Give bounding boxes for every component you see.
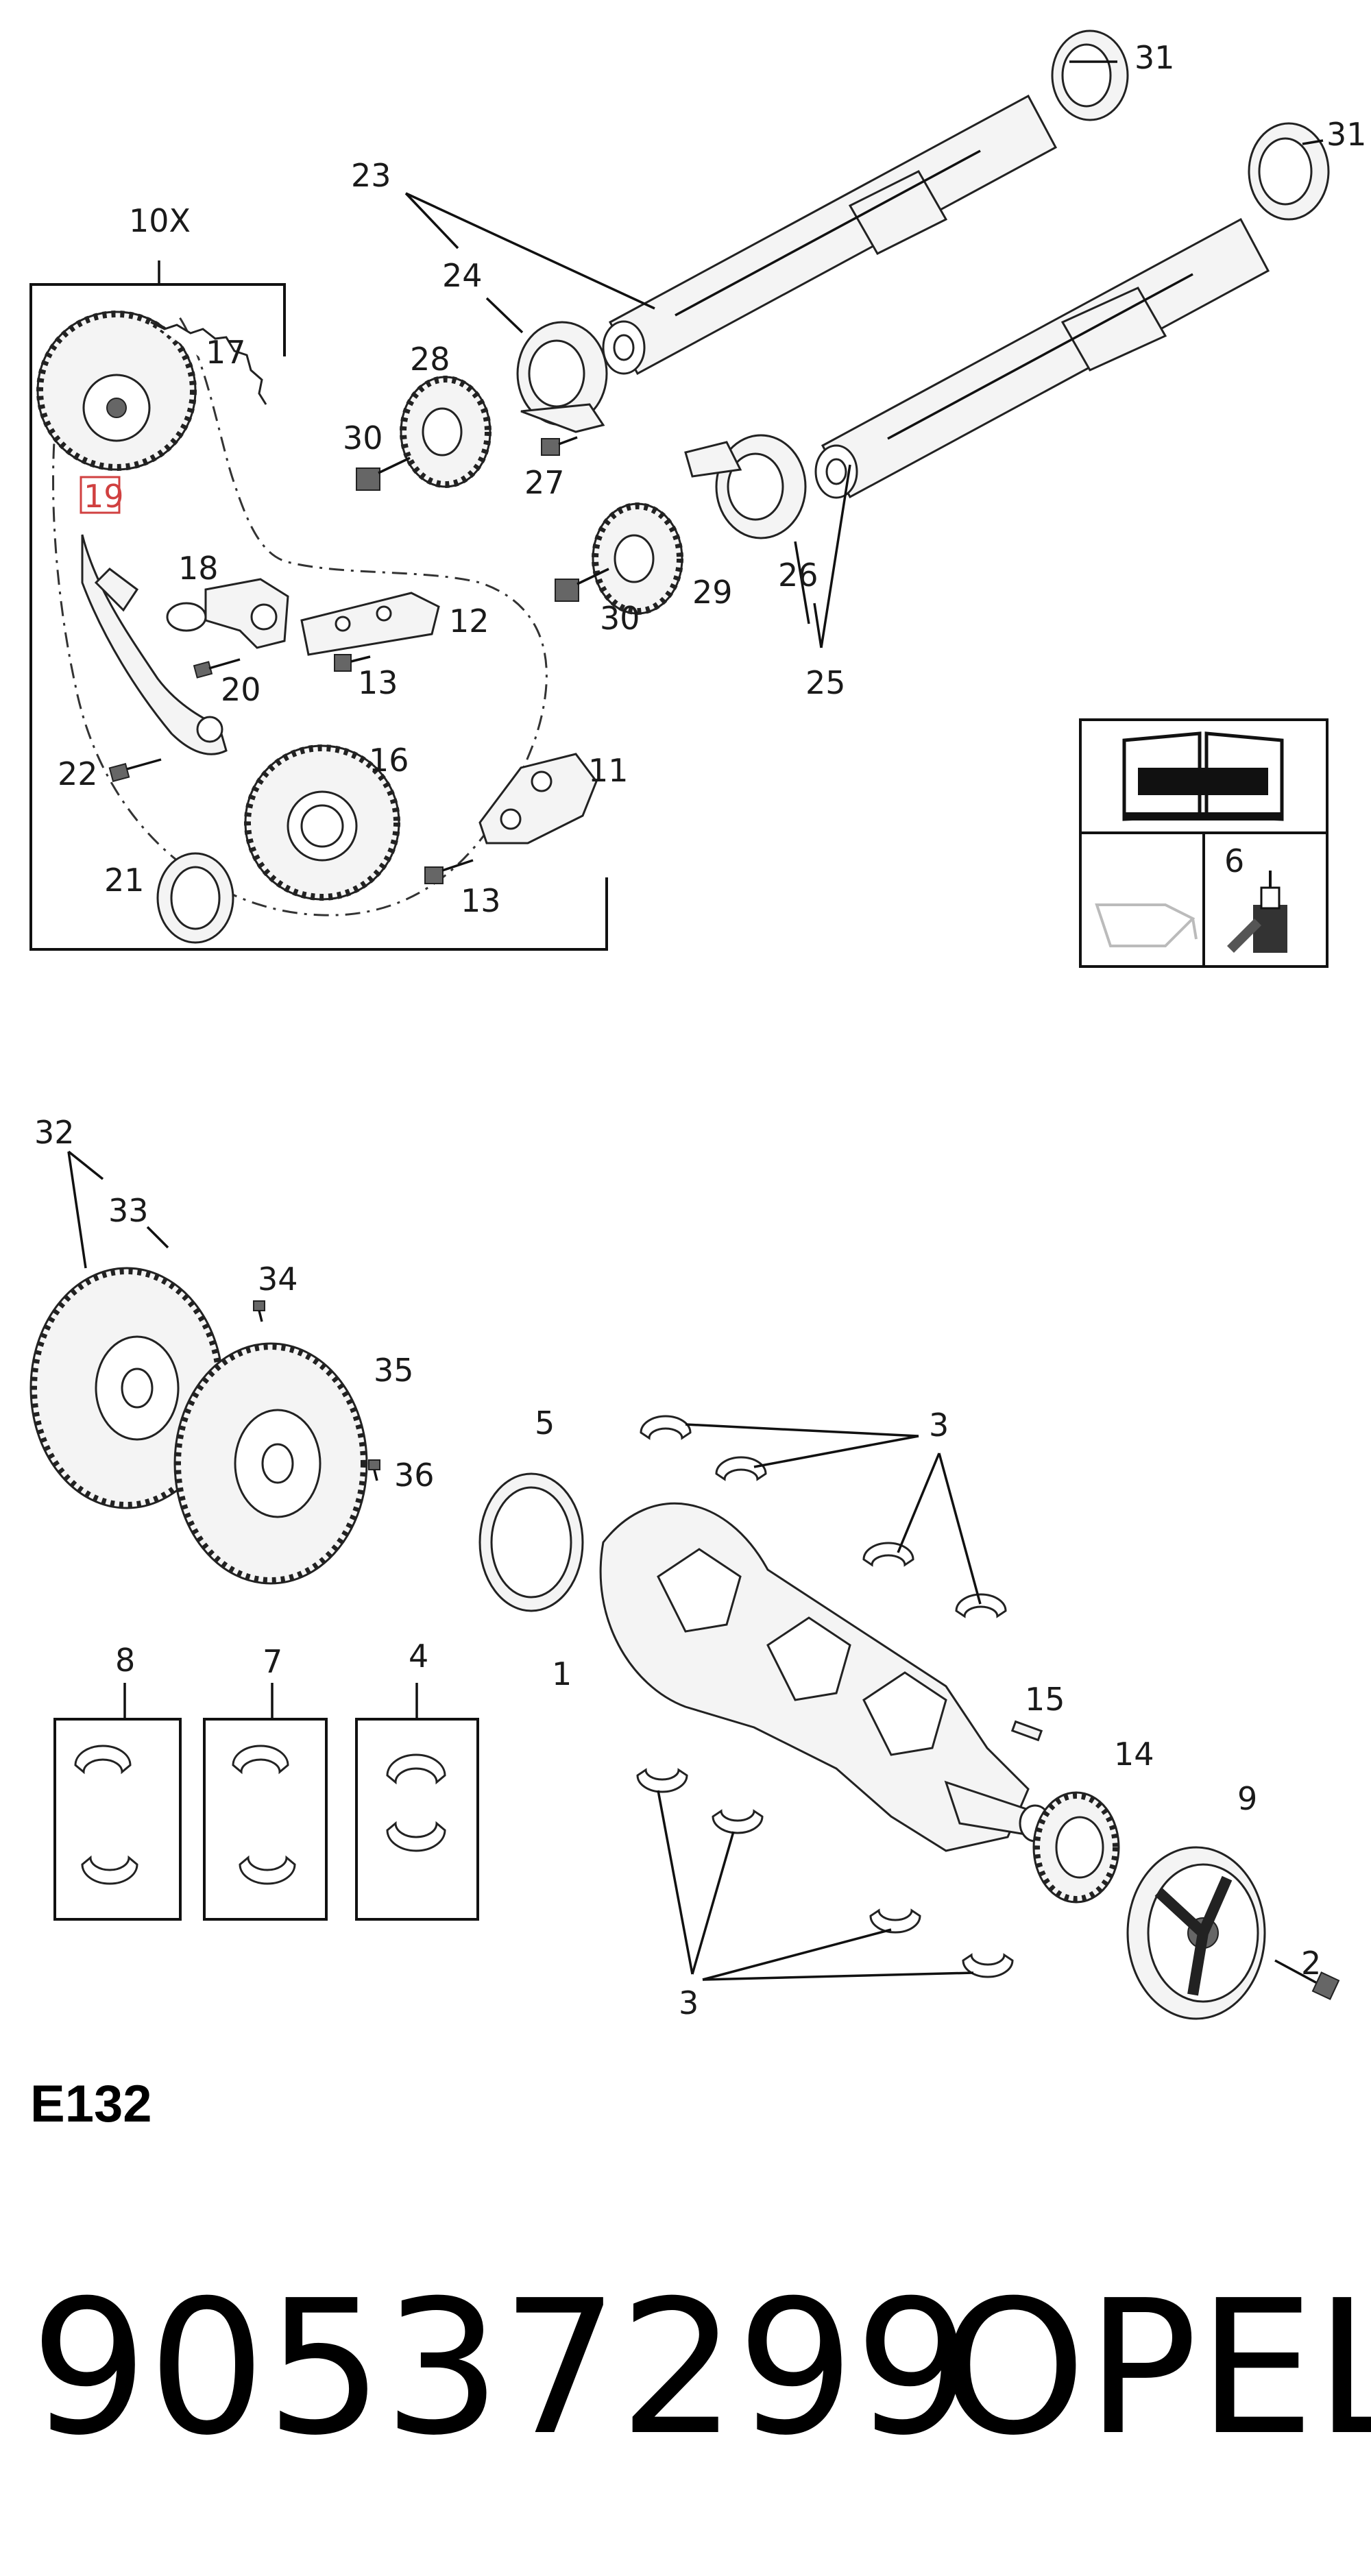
callout-3-upper: 3 [929, 1407, 949, 1444]
adhesive-bottle-icon [1227, 871, 1287, 953]
callout-13-upper: 13 [358, 664, 398, 701]
callout-5: 5 [535, 1405, 555, 1442]
phaser-26 [684, 434, 807, 539]
bearing-box-7 [203, 1683, 328, 1921]
crankshaft-1 [599, 1502, 1052, 1852]
idler-sprocket-16 [244, 744, 400, 901]
callout-12: 12 [449, 603, 489, 640]
timing-kit-group [29, 260, 608, 951]
callout-8: 8 [115, 1642, 135, 1679]
chain-guide-19 [81, 534, 228, 755]
callout-35: 35 [374, 1352, 414, 1389]
callout-19-highlight [80, 476, 121, 514]
callout-30-upper: 30 [343, 420, 383, 457]
crank-sprocket-14 [1032, 1791, 1120, 1904]
callout-23: 23 [351, 157, 391, 194]
callout-16: 16 [369, 742, 409, 779]
part-number: 90537299 [30, 2260, 973, 2476]
cam-sprocket-28 [400, 376, 492, 488]
flywheel-35 [173, 1342, 368, 1585]
key-15 [1010, 1720, 1043, 1742]
bolt-2 [1274, 1959, 1340, 2000]
callout-20: 20 [221, 671, 261, 708]
oil-can-icon [1095, 903, 1198, 947]
callout-33: 33 [108, 1192, 149, 1229]
callout-2: 2 [1301, 1945, 1321, 1982]
callout-21: 21 [104, 862, 145, 899]
callout-25: 25 [805, 664, 846, 701]
callout-11: 11 [588, 752, 629, 789]
callout-31-lower: 31 [1326, 116, 1367, 153]
bolt-30-upper [356, 457, 411, 491]
callout-26: 26 [778, 557, 818, 594]
bolt-22 [108, 758, 162, 782]
section-code: E132 [30, 2075, 152, 2133]
callout-7: 7 [263, 1643, 282, 1680]
bolt-20 [193, 658, 241, 679]
bolt-27 [541, 436, 578, 456]
callout-27: 27 [524, 464, 565, 501]
callout-17: 17 [206, 334, 246, 371]
cam-sprocket-29 [592, 502, 683, 615]
chain-path [52, 315, 548, 916]
callout-4: 4 [409, 1638, 428, 1675]
camshaft-upper [602, 94, 1058, 376]
bearing-shells-3-lower [636, 1768, 1014, 1978]
bolt-36 [368, 1459, 380, 1481]
pulley-9 [1126, 1846, 1266, 2020]
callout-22: 22 [58, 755, 98, 792]
callout-31-upper: 31 [1135, 39, 1175, 76]
callout-18: 18 [178, 550, 219, 587]
rear-seal-5 [478, 1472, 584, 1612]
callout-19: 19 [84, 478, 124, 515]
crank-sprocket-17 [36, 311, 267, 471]
leaders-flywheel [67, 1150, 169, 1269]
bearing-box-8 [53, 1683, 182, 1921]
bearing-box-4 [355, 1683, 479, 1921]
cap-31-upper [1051, 29, 1129, 121]
callout-14: 14 [1114, 1736, 1154, 1773]
callout-6: 6 [1224, 842, 1244, 879]
callout-29: 29 [692, 574, 733, 611]
callout-10x: 10X [129, 202, 191, 239]
bolt-13-lower [424, 859, 474, 884]
callout-24: 24 [442, 257, 483, 294]
bolt-30-lower [555, 568, 609, 602]
oil-seal-21 [156, 852, 234, 944]
callout-9: 9 [1237, 1780, 1257, 1817]
leaders-top [404, 60, 1324, 648]
callout-30-lower: 30 [600, 600, 640, 637]
guide-11 [478, 753, 598, 845]
callout-28: 28 [410, 341, 450, 378]
chain-tensioner-18 [166, 578, 289, 649]
kit-frame [29, 283, 608, 951]
brand-name: OPEL [941, 2260, 1371, 2476]
upper-guide-12 [300, 592, 440, 656]
callout-labels: 10X 17 19 18 20 22 21 16 13 13 12 11 23 … [34, 39, 1367, 2021]
callout-13-lower: 13 [461, 882, 501, 919]
bolt-34 [253, 1300, 265, 1322]
callout-36: 36 [394, 1457, 435, 1494]
callout-34: 34 [258, 1261, 298, 1298]
bearing-shells-3-upper [640, 1415, 1007, 1618]
callout-15: 15 [1025, 1681, 1065, 1718]
callout-1: 1 [552, 1655, 572, 1692]
leaders-shells [657, 1423, 982, 1981]
symbol-box [1079, 718, 1328, 968]
manual-book-icon [1122, 731, 1284, 821]
camshaft-lower [814, 217, 1270, 499]
cap-31-lower [1248, 122, 1330, 221]
phaser-24 [516, 321, 608, 433]
callout-3-lower: 3 [679, 1984, 699, 2021]
bolt-13-upper [334, 654, 371, 672]
callout-32: 32 [34, 1114, 75, 1151]
